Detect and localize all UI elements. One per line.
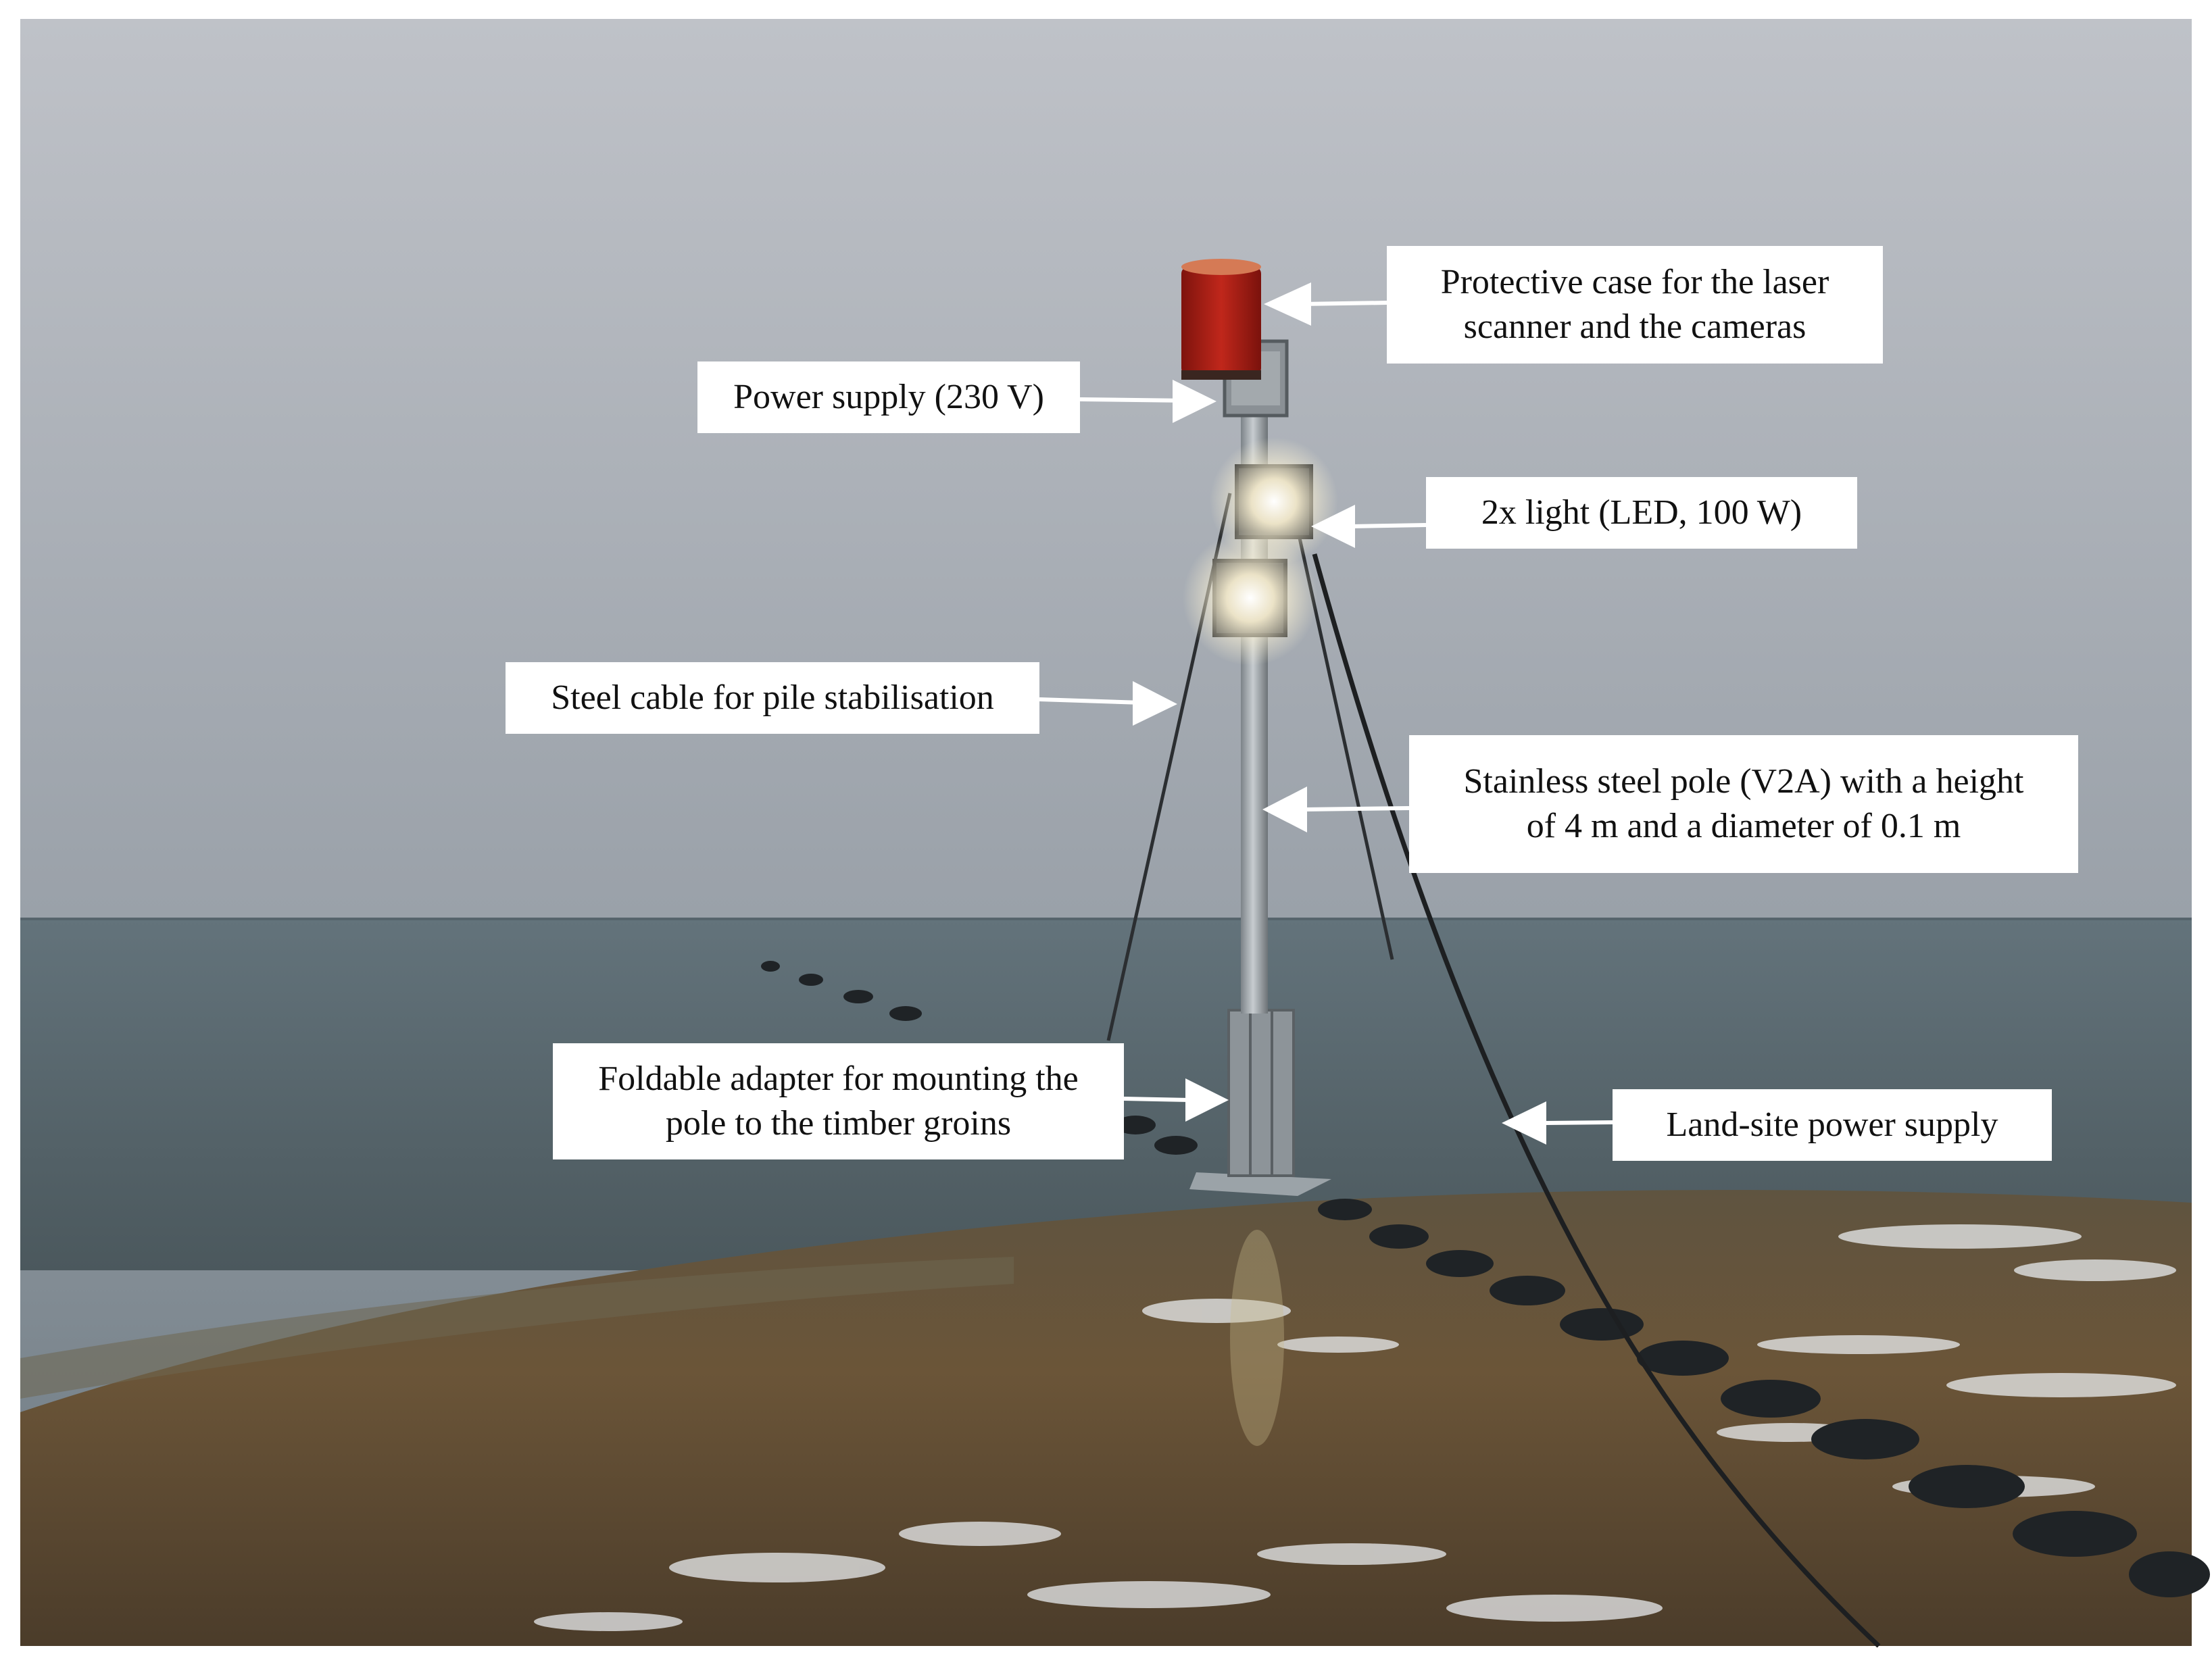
protective-case-label-line-1: Protective case for the laser: [1440, 263, 1829, 301]
steel-cable-label-text: Steel cable for pile stabilisation: [551, 678, 994, 717]
foldable-adapter-label-line-1: Foldable adapter for mounting the: [598, 1059, 1079, 1098]
land-power-label-text: Land-site power supply: [1666, 1105, 1998, 1144]
power-supply-label-text: Power supply (230 V): [733, 378, 1044, 416]
foldable-adapter-label: Foldable adapter for mounting the pole t…: [553, 1043, 1124, 1159]
lights-label-text: 2x light (LED, 100 W): [1481, 493, 1802, 532]
protective-case-label: Protective case for the laser scanner an…: [1387, 246, 1883, 364]
land-power-label: Land-site power supply: [1613, 1089, 2052, 1161]
steel-cable-label: Steel cable for pile stabilisation: [506, 662, 1039, 734]
steel-pole-label-line-1: Stainless steel pole (V2A) with a height: [1463, 762, 2024, 801]
lights-label: 2x light (LED, 100 W): [1426, 477, 1857, 549]
steel-pole-label: Stainless steel pole (V2A) with a height…: [1409, 735, 2078, 873]
foldable-adapter-label-line-2: pole to the timber groins: [665, 1104, 1012, 1143]
power-supply-label: Power supply (230 V): [697, 361, 1080, 433]
protective-case-label-line-2: scanner and the cameras: [1463, 307, 1807, 346]
steel-pole-label-line-2: of 4 m and a diameter of 0.1 m: [1526, 807, 1961, 845]
